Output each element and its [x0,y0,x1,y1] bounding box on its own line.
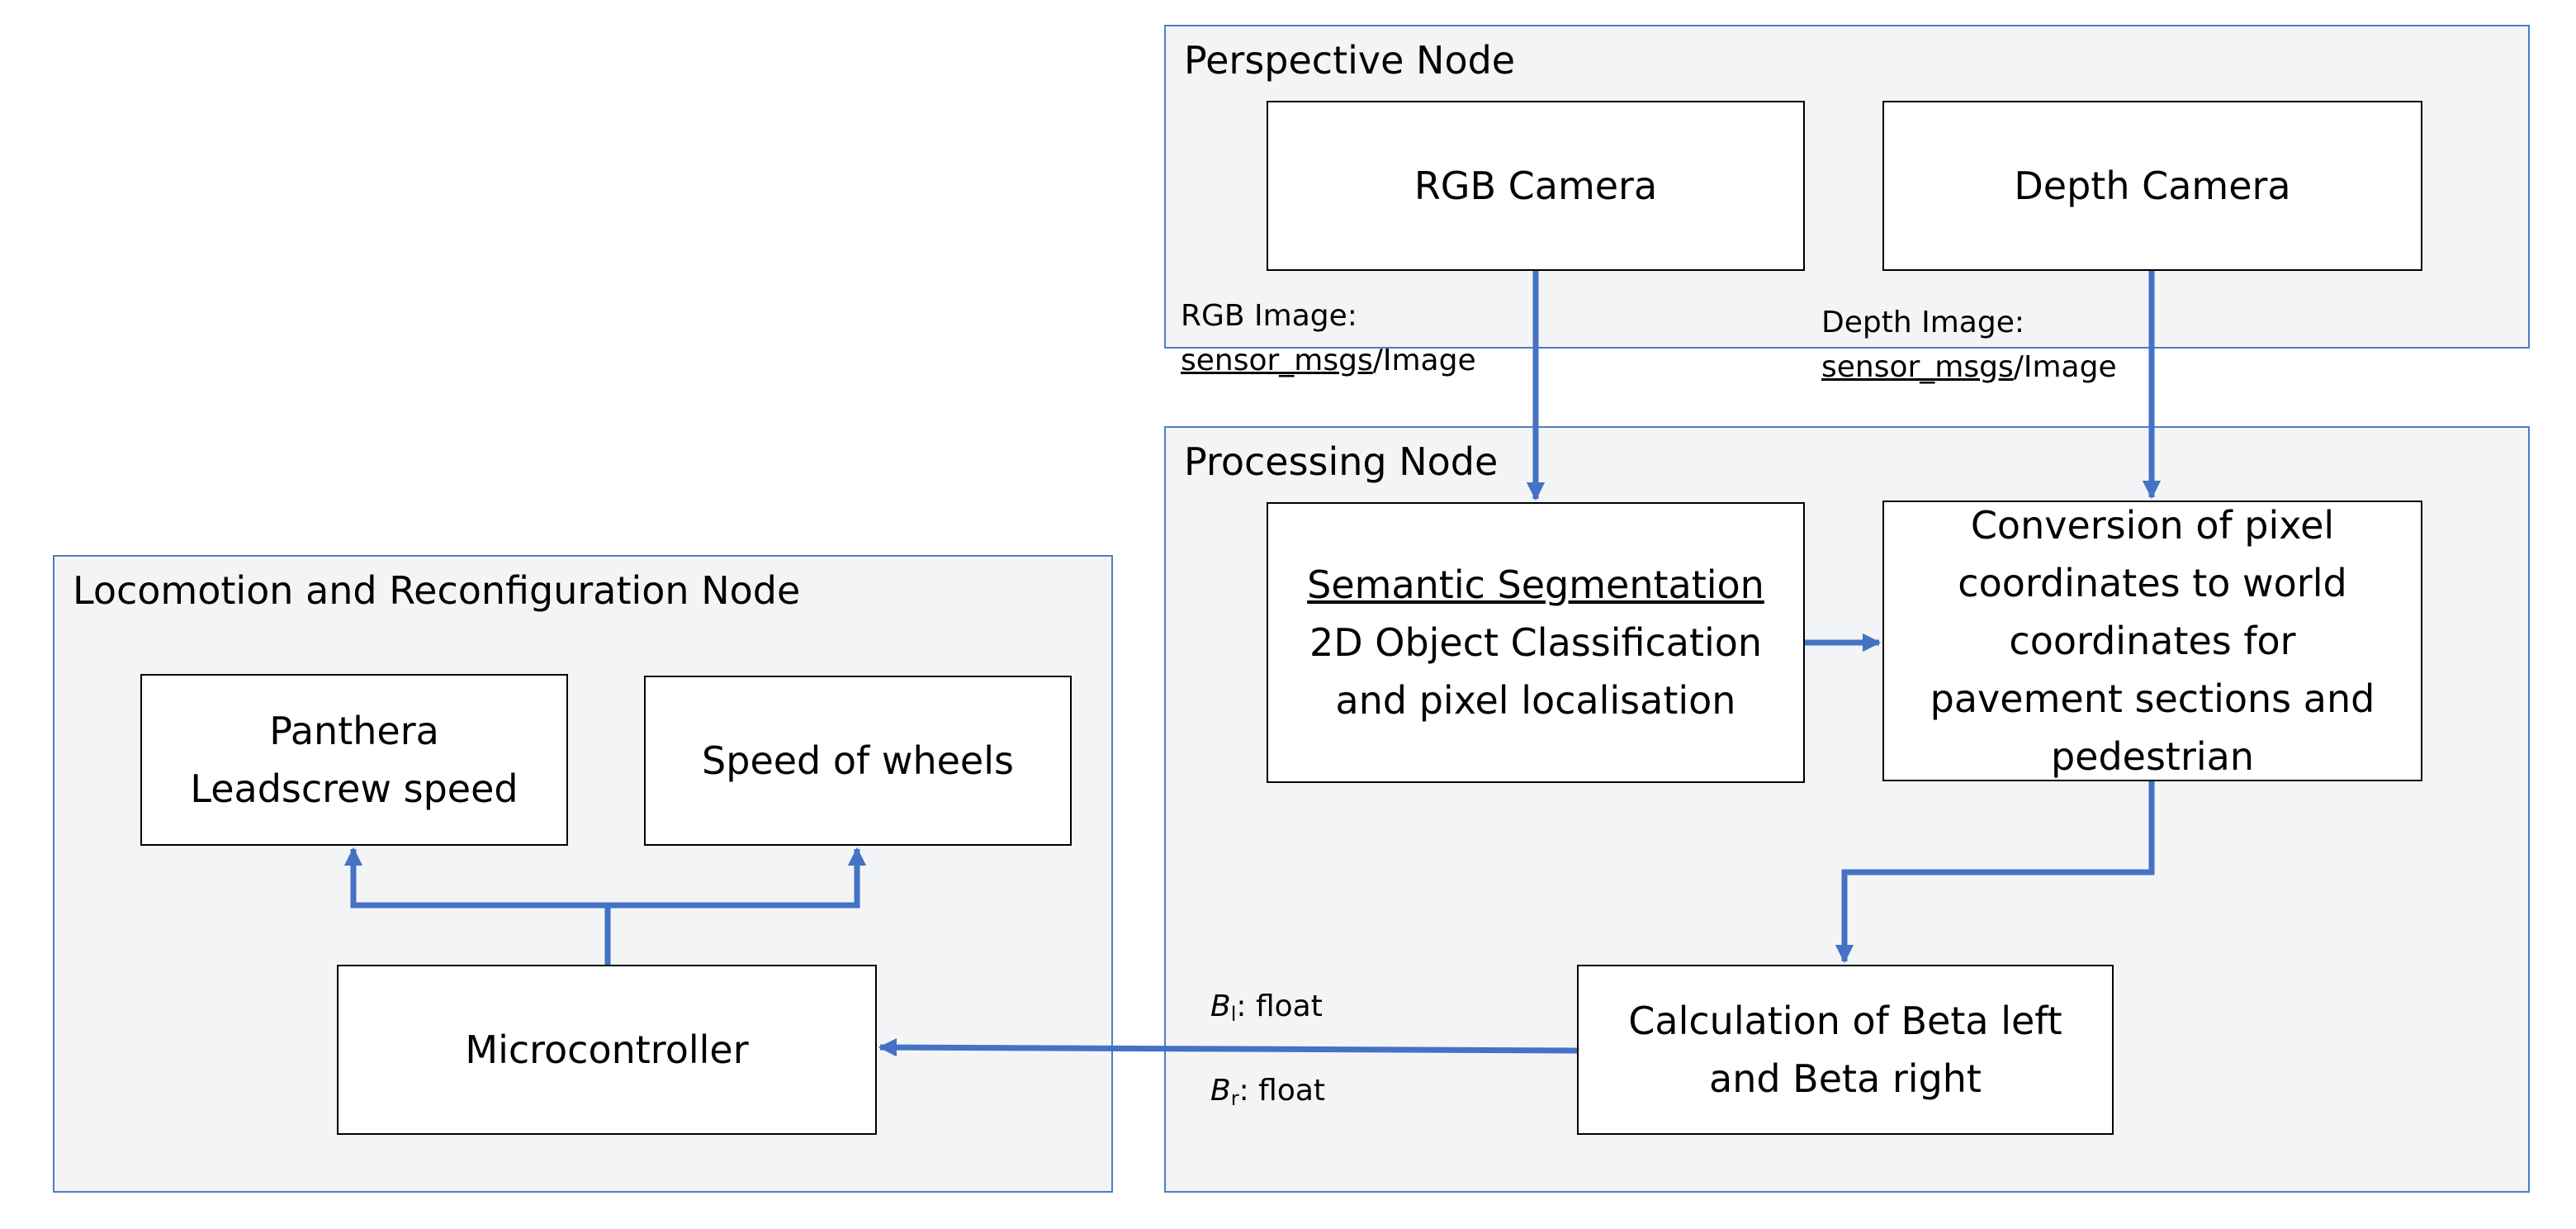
locomotion-node-title: Locomotion and Reconfiguration Node [73,568,801,613]
panthera-leadscrew-box: Panthera Leadscrew speed [140,674,568,846]
processing-node-title: Processing Node [1184,439,1499,484]
depth-camera-label: Depth Camera [2014,164,2291,208]
microcontroller-to-wheels-arrow [608,847,867,909]
microcontroller-label: Microcontroller [465,1027,749,1072]
rgb-camera-box: RGB Camera [1267,101,1805,271]
rgb-camera-label: RGB Camera [1413,164,1658,208]
beta-calculation-line: Calculation of Beta left [1628,999,2062,1043]
speed-of-wheels-box: Speed of wheels [644,676,1072,846]
semantic-segmentation-title: Semantic Segmentation [1307,562,1764,607]
panthera-line: Panthera [269,709,439,753]
semantic-segmentation-line: and pixel localisation [1335,678,1736,723]
speed-of-wheels-label: Speed of wheels [702,738,1014,783]
beta-calculation-box: Calculation of Beta left and Beta right [1577,965,2114,1135]
microcontroller-to-panthera-arrow [343,847,608,909]
conversion-line: pavement sections and [1930,676,2375,721]
conversion-line: pedestrian [2050,734,2255,779]
conversion-line: coordinates to world [1958,561,2347,605]
conversion-to-calculation-arrow [1835,781,2155,964]
semantic-segmentation-box: Semantic Segmentation 2D Object Classifi… [1267,502,1805,783]
beta-right-label: Br: float [1210,1074,1326,1110]
beta-left-label: Bl: float [1210,989,1323,1026]
conversion-line: coordinates for [2009,619,2296,663]
conversion-line: Conversion of pixel [1970,503,2335,548]
panthera-line: Leadscrew speed [190,766,519,811]
calculation-to-microcontroller-arrow [878,1037,1578,1057]
perspective-node-title: Perspective Node [1184,38,1516,83]
rgb-image-topic-label: RGB Image: sensor_msgs/Image [1181,299,1476,377]
depth-image-topic-label: Depth Image: sensor_msgs/Image [1821,306,2117,384]
microcontroller-box: Microcontroller [337,965,877,1135]
coordinate-conversion-box: Conversion of pixel coordinates to world… [1882,501,2422,781]
beta-calculation-line: and Beta right [1709,1056,1982,1101]
semantic-segmentation-line: 2D Object Classification [1309,620,1763,665]
depth-camera-box: Depth Camera [1882,101,2422,271]
